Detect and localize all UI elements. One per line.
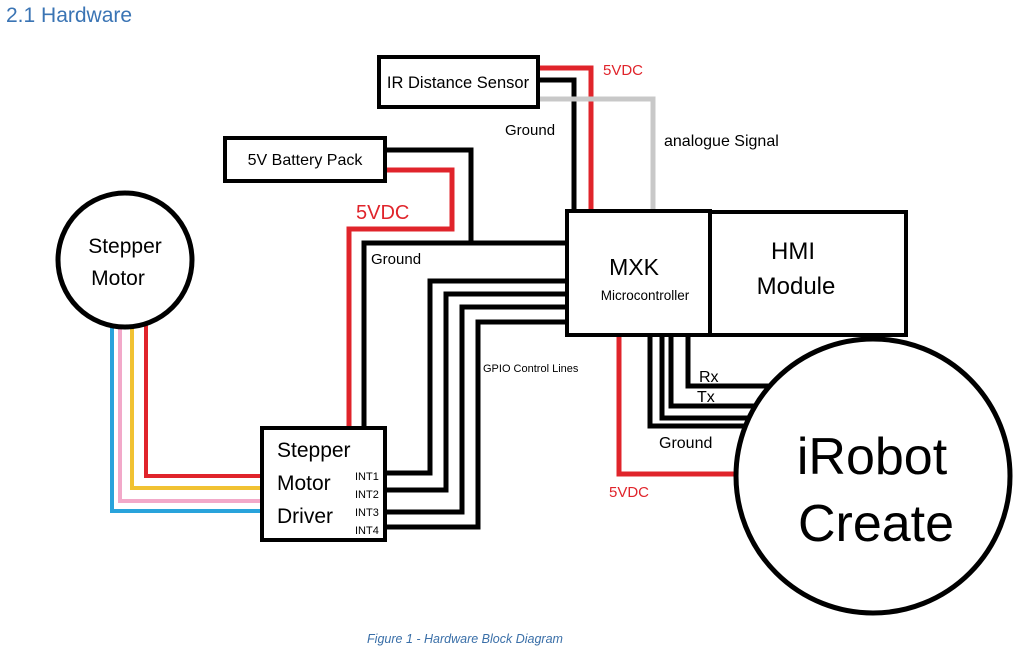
gpio-line-2 (385, 291, 567, 493)
driver-pin-int4: INT4 (355, 525, 379, 537)
label-tx: Tx (697, 389, 715, 406)
stepper-motor-label-line1: Stepper (88, 235, 162, 258)
label-ground-driver: Ground (371, 251, 421, 268)
robot-5vdc-wire (616, 335, 742, 477)
ir-distance-sensor: IR Distance Sensor (377, 55, 540, 109)
mxk-label: MXK (609, 254, 660, 280)
driver-pin-int1: INT1 (355, 471, 379, 483)
battery-5vdc-wire (346, 167, 455, 428)
ir-5vdc-wire (538, 65, 594, 211)
robot-rx-wire (685, 335, 785, 389)
ir-ground-wire (538, 77, 577, 211)
mxk-sublabel: Microcontroller (601, 288, 690, 303)
stepper-motor-driver: Stepper Motor Driver INT1 INT2 INT3 INT4 (260, 426, 387, 542)
driver-pin-int3: INT3 (355, 507, 379, 519)
section-heading: 2.1 Hardware (6, 4, 133, 27)
wire-labels: 5VDC Ground analogue Signal 5VDC Ground … (356, 62, 779, 501)
hmi-label-line2: Module (757, 273, 836, 300)
robot-ground-wire (647, 335, 755, 429)
label-ground-top: Ground (505, 122, 555, 139)
label-gpio: GPIO Control Lines (483, 363, 579, 375)
driver-label-line2: Motor (277, 472, 331, 495)
driver-label-line1: Stepper (277, 439, 351, 462)
motor-wire-yellow (130, 326, 262, 490)
label-5vdc-battery: 5VDC (356, 202, 409, 224)
label-5vdc-top: 5VDC (603, 62, 643, 79)
driver-pin-int2: INT2 (355, 489, 379, 501)
label-5vdc-robot: 5VDC (609, 484, 649, 501)
label-analogue-signal: analogue Signal (664, 133, 779, 150)
label-ground-robot: Ground (659, 435, 712, 452)
driver-ground-wire (361, 240, 567, 428)
figure-caption: Figure 1 - Hardware Block Diagram (367, 632, 563, 646)
driver-label-line3: Driver (277, 505, 333, 528)
battery-pack: 5V Battery Pack (223, 136, 387, 183)
mxk-microcontroller: MXK Microcontroller (565, 209, 712, 337)
ir-analogue-wire (538, 96, 656, 211)
gpio-line-1 (385, 278, 567, 476)
gpio-line-3 (385, 304, 567, 515)
wires (110, 65, 785, 530)
stepper-motor: Stepper Motor (55, 190, 195, 330)
motor-wire-blue (110, 324, 262, 513)
hmi-module: HMI Module (708, 210, 908, 337)
irobot-label-line1: iRobot (797, 428, 948, 486)
motor-wire-red (144, 322, 262, 478)
gpio-line-4 (385, 319, 567, 530)
ir-sensor-label: IR Distance Sensor (387, 74, 530, 92)
label-rx: Rx (699, 369, 719, 386)
robot-tx-wire (668, 335, 768, 409)
robot-extra-wire (659, 335, 762, 421)
battery-ground-wire (385, 147, 474, 241)
irobot-create: iRobot Create (733, 336, 1013, 616)
stepper-motor-label-line2: Motor (91, 267, 145, 290)
battery-label: 5V Battery Pack (248, 152, 364, 169)
hmi-label-line1: HMI (771, 238, 815, 265)
motor-wire-pink (118, 326, 262, 503)
irobot-label-line2: Create (798, 495, 954, 553)
